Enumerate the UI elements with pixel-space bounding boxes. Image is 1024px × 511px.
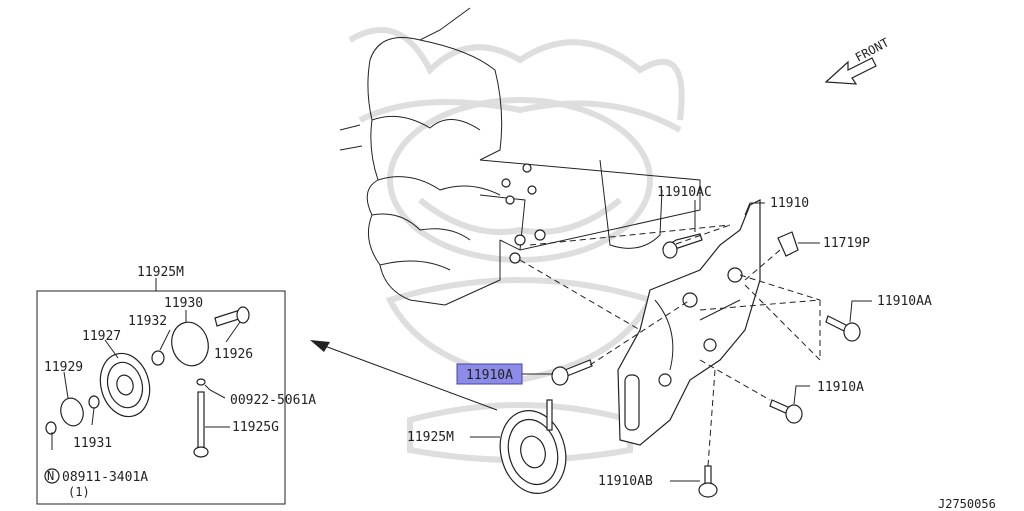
leader-lines (51, 200, 872, 482)
label-nut-qty: (1) (68, 485, 90, 499)
label-11925G[interactable]: 11925G (232, 420, 279, 435)
label-11910AB[interactable]: 11910AB (598, 474, 653, 489)
label-11927[interactable]: 11927 (82, 329, 121, 344)
idler-pulley-assembly (499, 399, 567, 495)
label-11910AC[interactable]: 11910AC (657, 185, 712, 200)
figure-code: J2750056 (938, 497, 996, 511)
bolt-11910AC (662, 233, 703, 259)
label-11925M-group[interactable]: 11925M (137, 265, 184, 280)
label-11910AA[interactable]: 11910AA (877, 294, 932, 309)
n-circle-glyph: N (47, 469, 54, 483)
label-11932[interactable]: 11932 (128, 314, 167, 329)
detail-arrow (310, 340, 498, 411)
bolt-11910AA (825, 315, 861, 342)
label-11910[interactable]: 11910 (770, 196, 809, 211)
label-11929[interactable]: 11929 (44, 360, 83, 375)
label-11910A-highlighted[interactable]: 11910A (466, 368, 513, 383)
bolt-11910A-lower (769, 399, 803, 424)
label-11925M[interactable]: 11925M (407, 430, 454, 445)
bolt-11910A-upper (551, 359, 593, 386)
label-11930[interactable]: 11930 (164, 296, 203, 311)
engine-block (339, 7, 701, 306)
label-00922-5061A[interactable]: 00922-5061A (230, 393, 316, 408)
bolt-11910AB (698, 465, 718, 498)
bracket-11719P (777, 231, 799, 257)
label-nut-08911[interactable]: 08911-3401A (62, 470, 148, 485)
assembly-guide-lines (519, 224, 821, 467)
label-11910A[interactable]: 11910A (817, 380, 864, 395)
front-direction-arrow: FRONT (824, 35, 891, 85)
bracket-11910 (617, 199, 761, 446)
label-11931[interactable]: 11931 (73, 436, 112, 451)
label-11926[interactable]: 11926 (214, 347, 253, 362)
label-11719P[interactable]: 11719P (823, 236, 870, 251)
detail-box: N (36, 278, 286, 505)
